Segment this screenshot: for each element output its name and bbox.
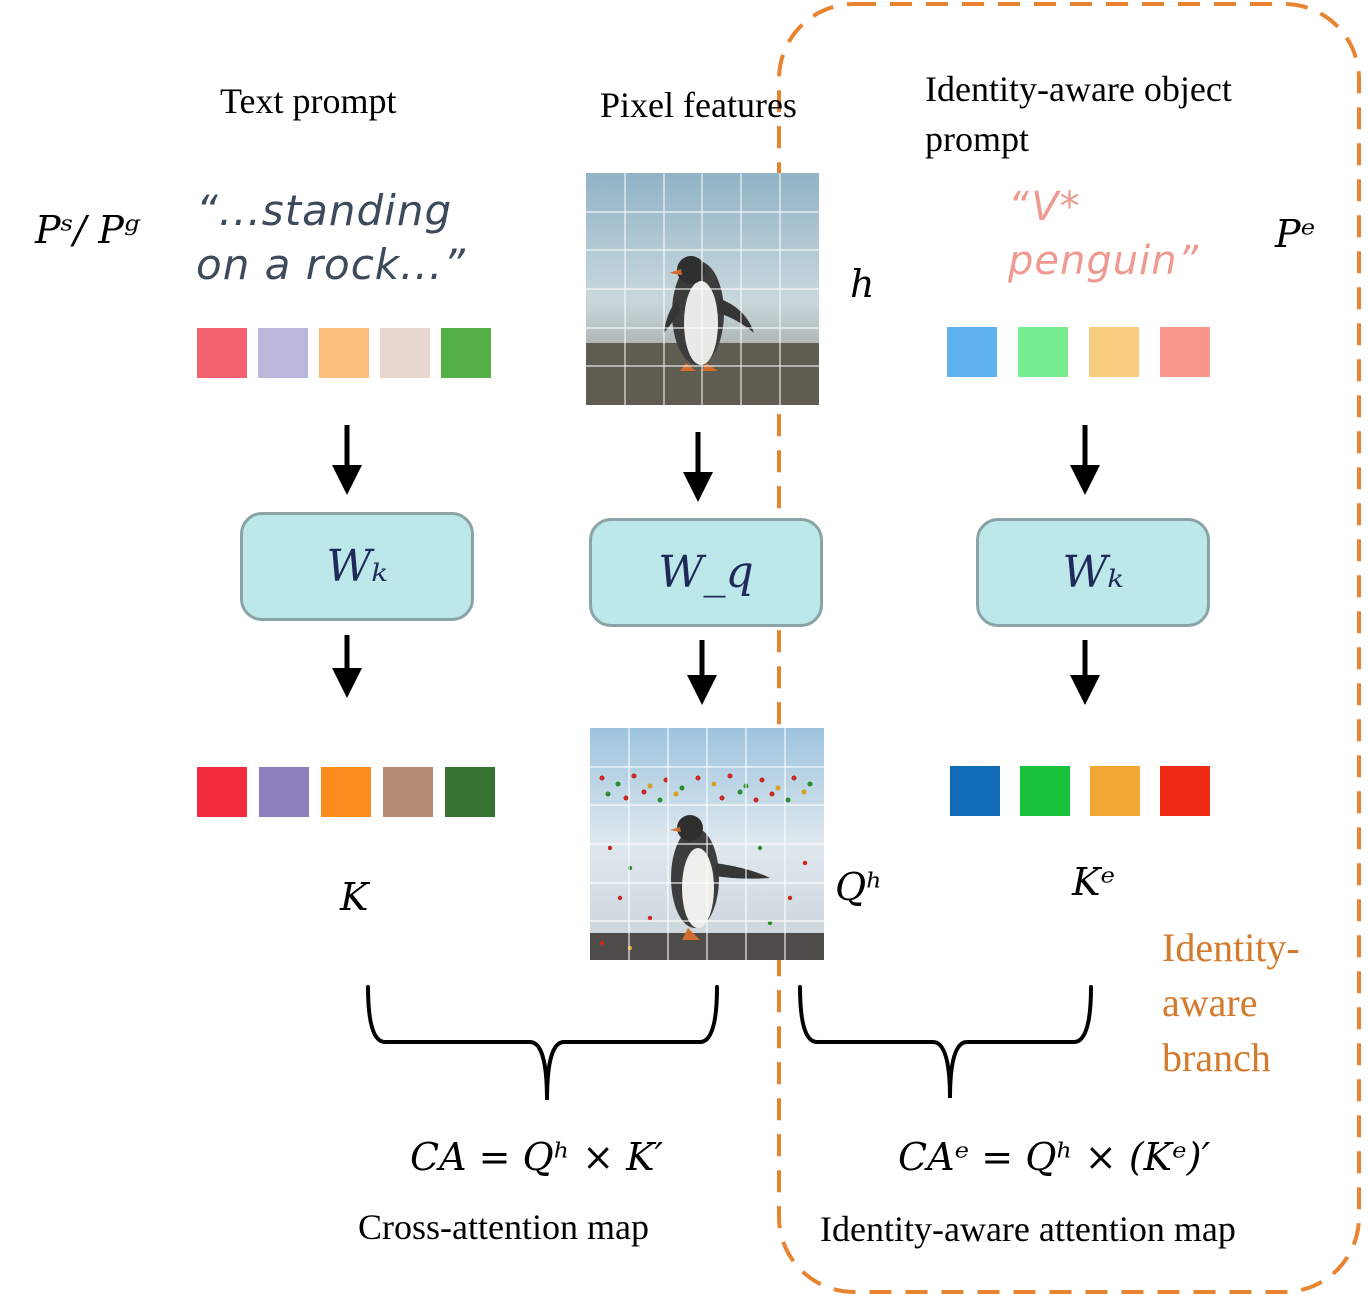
key-label-k: K [340,875,369,919]
key-token-4 [383,767,433,817]
key-token-5 [445,767,495,817]
key-token-2 [259,767,309,817]
identity-prompt-line1: “V* [1008,184,1081,230]
wq-label: W_q [658,547,754,598]
penguin-noisy-image [586,173,819,405]
equation-cross-attention: CA = Qʰ × K′ [410,1135,664,1179]
text-token-2 [258,328,308,378]
identity-token-4 [1160,327,1210,377]
identity-key-label-ke: Kᵉ [1072,860,1116,904]
pixel-features-header: Pixel features [600,85,797,125]
identity-token-2 [1018,327,1068,377]
penguin-query-image [590,728,824,960]
prompt-symbol-ps-pg: Pˢ/ Pᵍ [35,208,140,252]
identity-key-token-1 [950,766,1000,816]
hidden-feature-symbol-h: h [850,262,875,306]
caption-cross-attention-map: Cross-attention map [358,1207,649,1247]
branch-label-line3: branch [1162,1035,1271,1080]
equation-identity-attention: CAᵉ = Qʰ × (Kᵉ)′ [898,1135,1211,1179]
wk-identity-box: Wₖ [976,518,1210,627]
identity-token-3 [1089,327,1139,377]
caption-identity-attention-map: Identity-aware attention map [820,1209,1236,1249]
wk-text-label: Wₖ [326,541,388,592]
query-label-qh: Qʰ [835,865,883,909]
text-token-1 [197,328,247,378]
key-token-1 [197,767,247,817]
wq-box: W_q [589,518,823,627]
text-prompt-header: Text prompt [220,81,397,121]
prompt-symbol-pe: Pᵉ [1275,212,1316,256]
identity-aware-branch-label: Identity- aware branch [1162,920,1300,1085]
text-prompt-line2: on a rock...” [196,240,466,289]
identity-key-token-2 [1020,766,1070,816]
branch-label-line2: aware [1162,980,1258,1025]
identity-key-token-3 [1090,766,1140,816]
text-token-4 [380,328,430,378]
identity-token-1 [947,327,997,377]
text-prompt-line1: “...standing [196,186,453,235]
wk-text-box: Wₖ [240,512,474,621]
branch-label-line1: Identity- [1162,925,1300,970]
wk-identity-label: Wₖ [1062,547,1124,598]
identity-prompt-line2: penguin” [1008,238,1200,284]
identity-prompt-header-line1: Identity-aware object [925,69,1232,109]
identity-prompt-header-line2: prompt [925,119,1029,159]
text-token-3 [319,328,369,378]
key-token-3 [321,767,371,817]
identity-key-token-4 [1160,766,1210,816]
text-token-5 [441,328,491,378]
